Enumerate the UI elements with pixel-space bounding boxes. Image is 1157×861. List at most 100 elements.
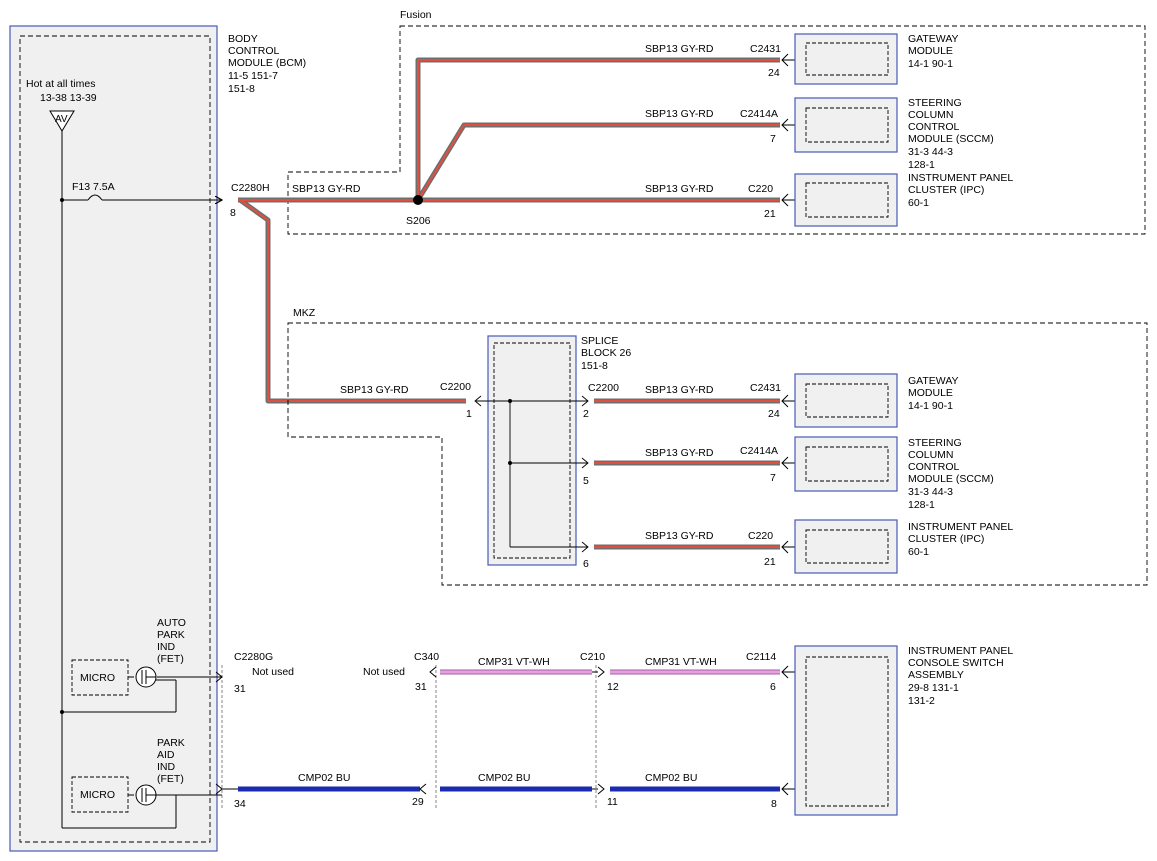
svg-text:60-1: 60-1: [908, 197, 929, 209]
svg-text:AID: AID: [157, 749, 175, 761]
auto-park-label: AUTO PARK IND (FET): [157, 617, 186, 665]
fuse-label: F13 7.5A: [72, 181, 115, 193]
svg-text:CLUSTER (IPC): CLUSTER (IPC): [908, 184, 984, 196]
svg-text:GATEWAY: GATEWAY: [908, 375, 959, 387]
fusion-label: Fusion: [400, 9, 432, 21]
fusion-region: [287, 25, 1146, 235]
console-switch-module: [794, 645, 898, 816]
hot-refs: 13-38 13-39: [40, 92, 97, 104]
svg-text:COLUMN: COLUMN: [908, 449, 954, 461]
bcm-title-1: BODY: [228, 33, 258, 45]
fusion-c220-pin: 21: [764, 208, 776, 220]
svg-text:INSTRUMENT PANEL: INSTRUMENT PANEL: [908, 172, 1013, 184]
fusion-ipc-module: [794, 173, 898, 227]
splice-s206-dot: [413, 195, 423, 205]
pin-31a: 31: [234, 683, 246, 695]
mkz-sccm-label: STEERING COLUMN CONTROL MODULE (SCCM) 31…: [908, 437, 994, 511]
svg-text:29-8 131-1: 29-8 131-1: [908, 682, 959, 694]
fusion-wire-label-1: SBP13 GY-RD: [292, 183, 361, 195]
svg-text:IND: IND: [157, 641, 176, 653]
c2280g-label: C2280G: [234, 651, 273, 663]
svg-text:IND: IND: [157, 761, 176, 773]
svg-text:151-8: 151-8: [581, 360, 608, 372]
mkz-gateway-module: [794, 373, 898, 428]
pin-11: 11: [607, 796, 618, 808]
fusion-sccm-label: STEERING COLUMN CONTROL MODULE (SCCM) 31…: [908, 97, 994, 171]
vt-wire-label-1: CMP31 VT-WH: [478, 656, 550, 668]
c340-label: C340: [414, 651, 439, 663]
fusion-wire-label-2: SBP13 GY-RD: [645, 43, 714, 55]
svg-text:CONTROL: CONTROL: [908, 461, 959, 473]
svg-text:31-3 44-3: 31-3 44-3: [908, 486, 953, 498]
bu-wire-label-1: CMP02 BU: [298, 772, 351, 784]
mkz-c220: C220: [748, 530, 773, 542]
pin-6: 6: [770, 681, 776, 693]
mkz-sccm-module: [794, 436, 898, 492]
gy-rd-wires: [238, 57, 780, 550]
pin-29: 29: [412, 796, 424, 808]
mkz-c2431-pin: 24: [768, 408, 780, 420]
mkz-wire-label-1: SBP13 GY-RD: [340, 384, 409, 396]
mkz-c2431: C2431: [750, 382, 781, 394]
fusion-wire-label-3: SBP13 GY-RD: [645, 108, 714, 120]
micro-fet-park-aid: MICRO: [71, 776, 157, 813]
svg-text:AUTO: AUTO: [157, 617, 186, 629]
mkz-wire-label-2: SBP13 GY-RD: [645, 384, 714, 396]
pin-8-bottom: 8: [771, 798, 777, 810]
svg-text:MODULE: MODULE: [908, 387, 953, 399]
fusion-ipc-label: INSTRUMENT PANEL CLUSTER (IPC) 60-1: [908, 172, 1013, 209]
junction-dot: [60, 198, 64, 202]
svg-text:MODULE (SCCM): MODULE (SCCM): [908, 473, 994, 485]
micro-label: MICRO: [80, 789, 115, 801]
s206-label: S206: [406, 215, 431, 227]
mkz-label: MKZ: [293, 307, 316, 319]
svg-text:INSTRUMENT PANEL: INSTRUMENT PANEL: [908, 521, 1013, 533]
bcm-title-3: MODULE (BCM): [228, 57, 306, 69]
bcm-title: BODY CONTROL MODULE (BCM) 11-5 151-7 151…: [228, 33, 306, 95]
svg-text:CLUSTER (IPC): CLUSTER (IPC): [908, 533, 984, 545]
hot-label: Hot at all times: [26, 78, 95, 90]
av-triangle-icon: AV: [49, 110, 75, 132]
pin-34: 34: [234, 798, 246, 810]
pin-31b: 31: [415, 681, 427, 693]
console-switch-label: INSTRUMENT PANEL CONSOLE SWITCH ASSEMBLY…: [908, 645, 1013, 707]
mkz-ipc-label: INSTRUMENT PANEL CLUSTER (IPC) 60-1: [908, 521, 1013, 558]
svg-text:COLUMN: COLUMN: [908, 109, 954, 121]
bcm-module: [9, 25, 218, 852]
mkz-c2200-pin1: 1: [466, 408, 472, 420]
fusion-gateway-module: [794, 33, 898, 85]
mkz-c2414a-pin: 7: [770, 472, 776, 484]
mkz-wire-label-3: SBP13 GY-RD: [645, 447, 714, 459]
fusion-c2414a-pin: 7: [770, 133, 776, 145]
svg-text:CONTROL: CONTROL: [908, 121, 959, 133]
mkz-c2414a: C2414A: [740, 445, 778, 457]
mkz-region: [287, 322, 1148, 586]
not-used-1: Not used: [252, 666, 294, 678]
svg-text:PARK: PARK: [157, 737, 185, 749]
svg-text:14-1 90-1: 14-1 90-1: [908, 58, 953, 70]
svg-text:CONSOLE SWITCH: CONSOLE SWITCH: [908, 657, 1004, 669]
svg-text:(FET): (FET): [157, 773, 184, 785]
pin-12: 12: [607, 681, 619, 693]
mkz-wire-label-4: SBP13 GY-RD: [645, 530, 714, 542]
not-used-2: Not used: [363, 666, 405, 678]
svg-text:14-1 90-1: 14-1 90-1: [908, 400, 953, 412]
micro-fet-auto-park: MICRO: [71, 659, 157, 696]
fusion-c220: C220: [748, 183, 773, 195]
svg-text:GATEWAY: GATEWAY: [908, 33, 959, 45]
bcm-title-2: CONTROL: [228, 45, 279, 57]
c2280h-label: C2280H: [231, 182, 270, 194]
fusion-c2414a: C2414A: [740, 108, 778, 120]
svg-text:MODULE (SCCM): MODULE (SCCM): [908, 133, 994, 145]
mkz-c220-pin: 21: [764, 556, 776, 568]
svg-text:STEERING: STEERING: [908, 437, 962, 449]
svg-text:INSTRUMENT PANEL: INSTRUMENT PANEL: [908, 645, 1013, 657]
bu-wire-label-3: CMP02 BU: [645, 772, 698, 784]
av-label: AV: [55, 114, 68, 125]
fusion-c2431-pin: 24: [768, 67, 780, 79]
svg-text:(FET): (FET): [157, 653, 184, 665]
c210-label: C210: [580, 651, 605, 663]
svg-text:BLOCK 26: BLOCK 26: [581, 347, 631, 359]
svg-text:PARK: PARK: [157, 629, 185, 641]
